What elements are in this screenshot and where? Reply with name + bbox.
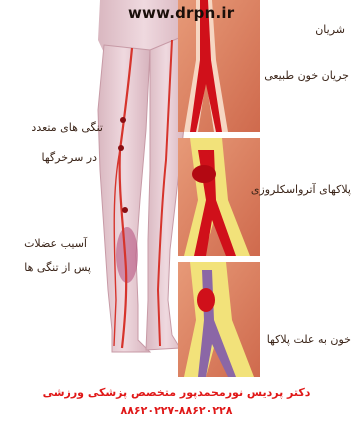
label-muscle-damage-1: آسیب عضلات — [24, 238, 87, 250]
label-muscle-damage-2: پس از تنگی ها — [24, 262, 91, 274]
label-blood-due-to-plaques: خون به علت پلاکها — [267, 334, 351, 346]
label-artery: شریان — [315, 24, 345, 36]
label-atherosclerosis-plaques: پلاکهای آترواسکلروزی — [251, 184, 351, 196]
leg-illustration — [98, 0, 190, 352]
panel-blocked-flow — [178, 262, 260, 377]
label-normal-blood-flow: جریان خون طبیعی — [264, 70, 349, 82]
watermark-text: www.drpn.ir — [128, 4, 234, 22]
label-multiple-narrowings-1: تنگی های متعدد — [31, 122, 103, 134]
credit-name: دکتر پردیس نورمحمدپور متخصص پزشکی ورزشی — [0, 386, 353, 399]
label-multiple-narrowings-2: در سرخرگها — [41, 152, 97, 164]
credit-phone: ۸۸۶۲۰۲۲۷-۸۸۶۲۰۲۲۸ — [0, 404, 353, 417]
panel-plaques — [178, 138, 260, 256]
